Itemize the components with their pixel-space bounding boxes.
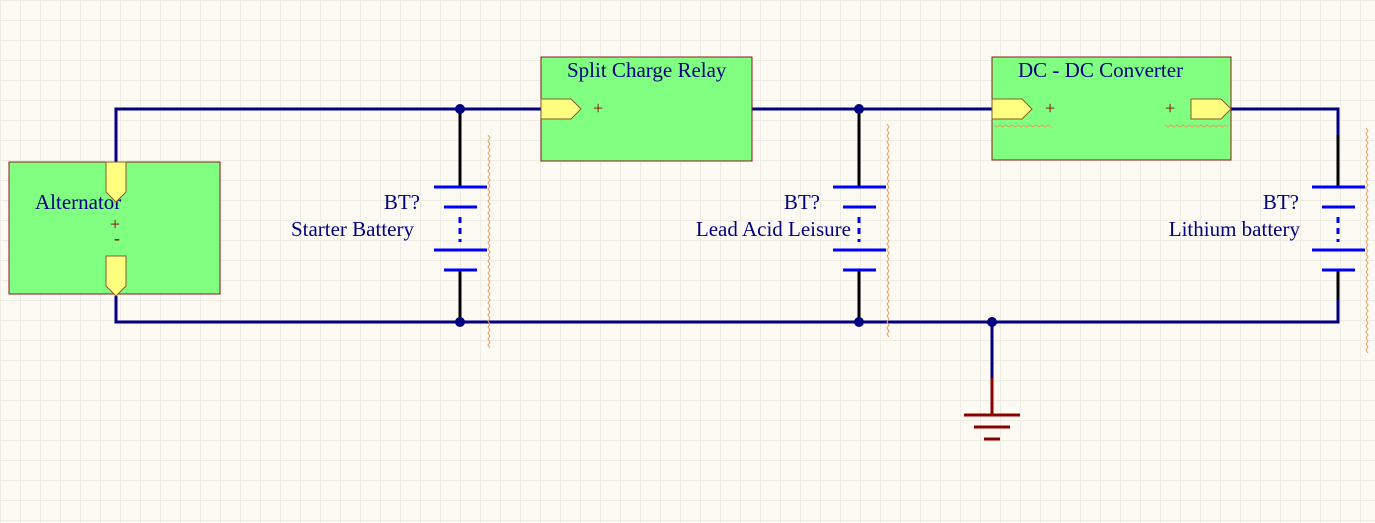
lithium-battery[interactable]: BT? Lithium battery [1169,127,1369,354]
alternator-positive-port-icon[interactable] [105,161,127,203]
converter-input-squiggle [993,124,1052,128]
junctions [455,104,997,327]
alternator-label: Alternator [35,190,121,214]
alternator-minus-sign: - [114,228,120,248]
converter-input-port-icon[interactable] [991,98,1033,120]
ground-icon[interactable] [964,378,1020,441]
relay-label: Split Charge Relay [567,58,727,82]
relay-input-port-icon[interactable] [540,98,582,120]
leisure-battery[interactable]: BT? Lead Acid Leisure [696,123,890,338]
wire-ground-rail[interactable] [114,296,1340,324]
leisure-battery-squiggle [886,123,890,338]
starter-battery-label: Starter Battery [291,217,415,241]
starter-battery-squiggle [487,134,491,349]
dc-dc-converter-block[interactable]: DC - DC Converter + + [991,56,1232,161]
leisure-battery-label: Lead Acid Leisure [696,217,851,241]
leisure-battery-icon[interactable] [833,185,886,272]
junction-dot [455,317,465,327]
split-charge-relay-block[interactable]: Split Charge Relay + [540,56,753,162]
converter-output-squiggle [1164,124,1229,128]
wire-converter-to-lithium[interactable] [1231,107,1340,135]
alternator-plus-sign: + [110,214,120,234]
starter-battery[interactable]: BT? Starter Battery [291,134,491,349]
converter-output-plus-sign: + [1165,98,1175,118]
wire-alternator-to-relay[interactable] [114,107,541,162]
starter-battery-icon[interactable] [434,185,487,272]
battery-leads [458,109,1340,322]
junction-dot [854,317,864,327]
alternator-block[interactable]: Alternator + - [8,161,221,297]
junction-dot [455,104,465,114]
converter-input-plus-sign: + [1045,98,1055,118]
relay-plus-sign: + [593,98,603,118]
converter-label: DC - DC Converter [1018,58,1183,82]
junction-dot [987,317,997,327]
starter-battery-designator: BT? [384,190,420,214]
alternator-negative-port-icon[interactable] [105,255,127,297]
lithium-battery-icon[interactable] [1312,185,1365,272]
lithium-battery-designator: BT? [1263,190,1299,214]
lithium-battery-squiggle [1365,127,1369,354]
lithium-battery-label: Lithium battery [1169,217,1301,241]
junction-dot [854,104,864,114]
leisure-battery-designator: BT? [784,190,820,214]
wires [114,107,1340,378]
converter-output-port-icon[interactable] [1190,98,1232,120]
